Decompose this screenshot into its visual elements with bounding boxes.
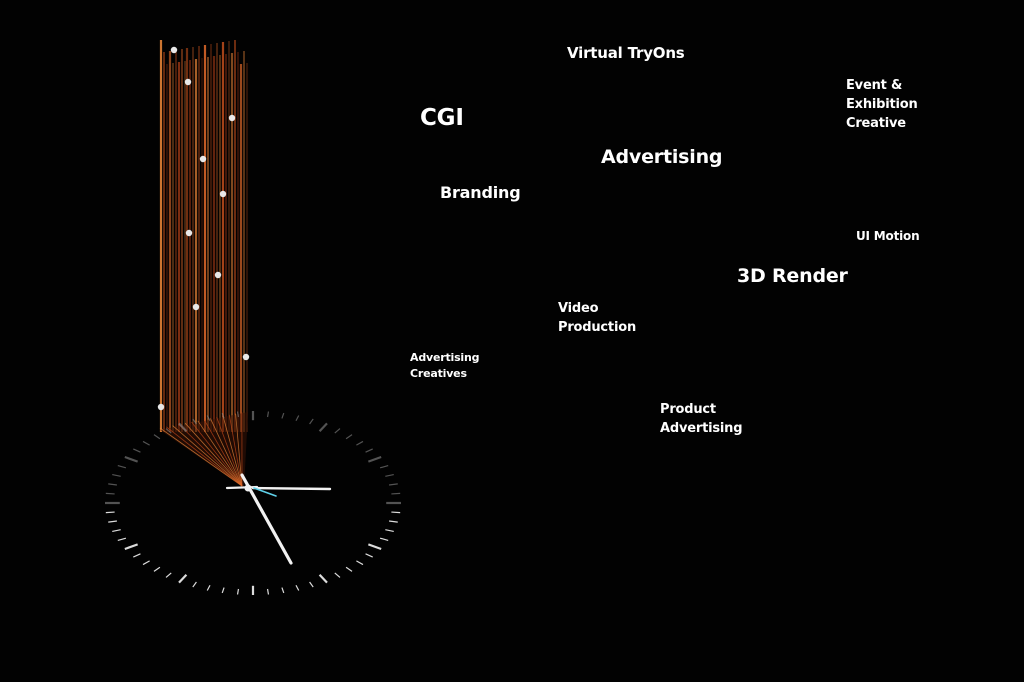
clock-tick [206, 584, 211, 591]
clock-tick [105, 511, 115, 514]
clock-tick [334, 428, 341, 434]
clock-tick [192, 581, 197, 588]
clock-tick [391, 492, 401, 495]
label-video-production: Video Production [558, 301, 636, 335]
node-dot [199, 155, 207, 163]
node-dot [192, 303, 200, 311]
clock-tick [153, 434, 161, 440]
clock-tick [356, 440, 364, 446]
clock-tick [318, 573, 328, 584]
node-dot [185, 229, 193, 237]
clock-tick [153, 566, 161, 572]
label-cgi: CGI [420, 105, 464, 131]
light-streaks [159, 40, 248, 488]
clock-tick [236, 588, 240, 595]
fan-streak [203, 419, 243, 487]
clock-tick [165, 428, 172, 434]
clock-tick [117, 537, 127, 541]
fan-streak [216, 417, 243, 487]
clock-tick [206, 415, 211, 422]
hour-hand [225, 485, 259, 490]
clock-tick [356, 560, 364, 566]
fan-streak [166, 426, 243, 487]
fan-streak [222, 415, 243, 487]
minute-hand [251, 486, 332, 491]
clock-tick [318, 422, 328, 433]
fan-streak [228, 414, 243, 487]
label-branding: Branding [440, 183, 521, 202]
clock-tick [266, 588, 270, 595]
clock-tick [124, 543, 139, 551]
clock-tick [112, 473, 121, 477]
clock-tick [281, 587, 285, 594]
streak-fan [160, 412, 248, 488]
leader-lines [248, 51, 848, 409]
fan-streak [191, 421, 243, 487]
clock-tick [266, 411, 270, 418]
clock-tick [295, 415, 300, 422]
clock-tick [124, 455, 139, 463]
clock-tick [133, 553, 141, 558]
clock-tick [192, 418, 197, 425]
clock-tick [345, 566, 353, 572]
fan-streak [172, 425, 243, 487]
clock-tick [367, 543, 382, 551]
clock-tick [379, 465, 389, 469]
clock-tick [345, 434, 353, 440]
label-advertising-creatives: Advertising Creatives [410, 351, 480, 380]
fan-streak [178, 424, 243, 487]
clock-tick [385, 529, 394, 533]
label-virtual-tryons: Virtual TryOns [567, 44, 685, 62]
clock-tick [221, 587, 225, 594]
clock-tick [178, 573, 188, 584]
clock-tick [108, 520, 117, 523]
node-dot [242, 353, 250, 361]
fan-streak [210, 418, 243, 487]
clock-center [244, 484, 252, 492]
clock-tick [142, 560, 150, 566]
clock-tick [112, 529, 121, 533]
node-dot [184, 78, 192, 86]
clock-tick [309, 581, 314, 588]
label-event-exhibition-creative: Event & Exhibition Creative [846, 78, 918, 131]
clock-tick [133, 448, 141, 453]
clock-tick [391, 511, 401, 514]
clock-tick [334, 572, 341, 578]
node-dot [157, 403, 165, 411]
label-product-advertising: Product Advertising [660, 402, 743, 436]
clock-tick [309, 418, 314, 425]
clock-icon [105, 411, 401, 595]
clock-tick [365, 553, 373, 558]
label-3d-render: 3D Render [737, 265, 848, 287]
clock-tick [142, 440, 150, 446]
node-dot [214, 271, 222, 279]
node-dots [157, 46, 250, 411]
clock-tick [117, 465, 127, 469]
clock-tick [367, 455, 382, 463]
clock-tick [385, 473, 394, 477]
node-dot [228, 114, 236, 122]
clock-tick [389, 520, 398, 523]
clock-tick [389, 483, 398, 486]
clock-tick [221, 412, 225, 419]
clock-tick [165, 572, 172, 578]
clock-tick [108, 483, 117, 486]
node-dot [170, 46, 178, 54]
fan-streak [159, 427, 243, 487]
clock-tick [236, 411, 240, 418]
clock-tick [105, 492, 115, 495]
clock-tick [281, 412, 285, 419]
clock-tick [178, 422, 188, 433]
accent-hand [253, 487, 277, 497]
clock-tick [379, 537, 389, 541]
label-advertising: Advertising [601, 146, 723, 168]
clock-tick [295, 584, 300, 591]
label-ui-motion: UI Motion [856, 229, 920, 243]
fan-streak [184, 422, 243, 487]
fan-streak [197, 420, 243, 487]
node-dot [219, 190, 227, 198]
clock-tick [365, 448, 373, 453]
